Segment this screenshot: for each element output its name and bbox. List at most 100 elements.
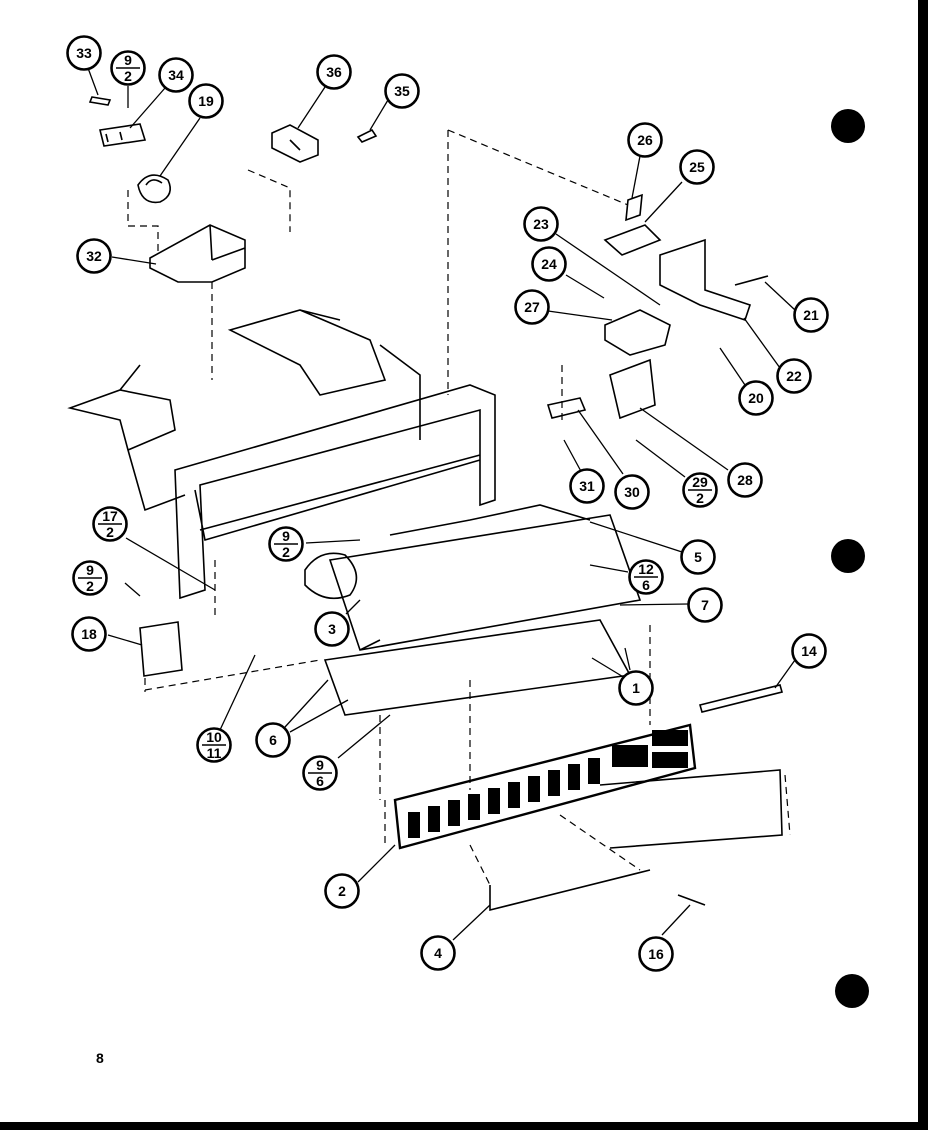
part-33-clip bbox=[88, 96, 112, 106]
pad-display bbox=[612, 745, 648, 767]
callout-label: 34 bbox=[168, 67, 184, 83]
callout-label: 4 bbox=[434, 945, 442, 961]
touch-pad-keys bbox=[408, 730, 688, 838]
callout-2: 2 bbox=[324, 873, 360, 909]
callout-circle bbox=[569, 468, 605, 504]
callout-numerator: 9 bbox=[282, 528, 290, 544]
part-27-bracket bbox=[604, 309, 671, 356]
callout-label: 1 bbox=[632, 680, 640, 696]
callout-circle bbox=[638, 936, 674, 972]
dash-line bbox=[559, 814, 641, 871]
leader-7 bbox=[619, 603, 689, 606]
leader-32 bbox=[111, 256, 157, 265]
callout-numerator: 9 bbox=[124, 52, 132, 68]
leader-26 bbox=[631, 155, 641, 199]
part-22-switch-bracket bbox=[659, 238, 752, 322]
callout-circle bbox=[680, 539, 716, 575]
callout-numerator: 9 bbox=[316, 757, 324, 773]
part-30-bracket bbox=[546, 397, 587, 419]
callout-6: 6 bbox=[255, 722, 291, 758]
part-14-strip bbox=[699, 684, 783, 713]
callout-circle bbox=[66, 35, 102, 71]
pad-button-block bbox=[652, 752, 688, 768]
leader-3 bbox=[345, 599, 361, 615]
dashed-assembly-lines bbox=[127, 129, 791, 886]
callout-circle bbox=[679, 149, 715, 185]
callout-circle bbox=[255, 722, 291, 758]
callout-25: 25 bbox=[679, 149, 715, 185]
binder-hole-top bbox=[831, 109, 865, 143]
callout-29-2: 292 bbox=[682, 472, 718, 508]
leader-5 bbox=[589, 521, 683, 553]
callout-28: 28 bbox=[727, 462, 763, 498]
part-28-bracket bbox=[609, 358, 656, 420]
callout-26: 26 bbox=[627, 122, 663, 158]
callout-circle bbox=[71, 616, 107, 652]
leader-6 bbox=[284, 679, 349, 733]
callout-label: 28 bbox=[737, 472, 753, 488]
pad-key bbox=[468, 794, 480, 820]
callout-numerator: 10 bbox=[206, 729, 222, 745]
callout-33: 33 bbox=[66, 35, 102, 71]
callout-circle bbox=[384, 73, 420, 109]
part-3-transformer bbox=[304, 552, 358, 600]
part-7-control-board bbox=[328, 514, 642, 651]
leader-9-2c bbox=[305, 539, 361, 544]
callout-circle bbox=[523, 206, 559, 242]
callout-circle bbox=[614, 474, 650, 510]
callout-denominator: 6 bbox=[316, 773, 324, 789]
part-32-motor-bracket bbox=[149, 224, 246, 283]
callout-circle bbox=[618, 670, 654, 706]
leader-35 bbox=[369, 99, 389, 131]
callout-7: 7 bbox=[687, 587, 723, 623]
callout-9-6: 96 bbox=[302, 755, 338, 791]
air-duct-housing bbox=[67, 309, 421, 512]
callout-circle bbox=[314, 611, 350, 647]
callout-9-2a: 92 bbox=[110, 50, 146, 86]
leader-23 bbox=[555, 233, 661, 306]
callout-17-2: 172 bbox=[92, 506, 128, 542]
pad-key bbox=[508, 782, 520, 808]
dash-line bbox=[144, 659, 321, 691]
callout-denominator: 6 bbox=[642, 577, 650, 593]
callout-denominator: 2 bbox=[282, 544, 290, 560]
pad-key bbox=[448, 800, 460, 826]
callout-5: 5 bbox=[680, 539, 716, 575]
callout-label: 27 bbox=[524, 299, 540, 315]
pad-key bbox=[488, 788, 500, 814]
callout-circle bbox=[738, 380, 774, 416]
callout-label: 14 bbox=[801, 643, 817, 659]
callout-label: 35 bbox=[394, 83, 410, 99]
callout-circle bbox=[324, 873, 360, 909]
callout-23: 23 bbox=[523, 206, 559, 242]
callout-9-2c: 92 bbox=[268, 526, 304, 562]
part-1-cover bbox=[323, 619, 632, 716]
leader-33 bbox=[87, 67, 99, 96]
callout-circle bbox=[627, 122, 663, 158]
callout-numerator: 29 bbox=[692, 474, 708, 490]
callout-label: 6 bbox=[269, 732, 277, 748]
leader-2 bbox=[357, 844, 396, 883]
callout-label: 33 bbox=[76, 45, 92, 61]
leader-10-11 bbox=[219, 654, 256, 731]
callout-denominator: 2 bbox=[106, 524, 114, 540]
callout-label: 32 bbox=[86, 248, 102, 264]
leader-16 bbox=[661, 904, 691, 936]
leader-28 bbox=[639, 407, 729, 471]
leader-27 bbox=[547, 310, 613, 321]
part-21-screw bbox=[734, 275, 769, 286]
callout-36: 36 bbox=[316, 54, 352, 90]
part-35-screw bbox=[356, 128, 378, 143]
callout-27: 27 bbox=[514, 289, 550, 325]
callout-30: 30 bbox=[614, 474, 650, 510]
leader-36 bbox=[297, 86, 326, 129]
callout-label: 22 bbox=[786, 368, 802, 384]
callout-18: 18 bbox=[71, 616, 107, 652]
callout-label: 5 bbox=[694, 549, 702, 565]
callout-circle bbox=[793, 297, 829, 333]
leader-1 bbox=[591, 647, 631, 679]
part-5-wire-assembly bbox=[389, 504, 591, 536]
